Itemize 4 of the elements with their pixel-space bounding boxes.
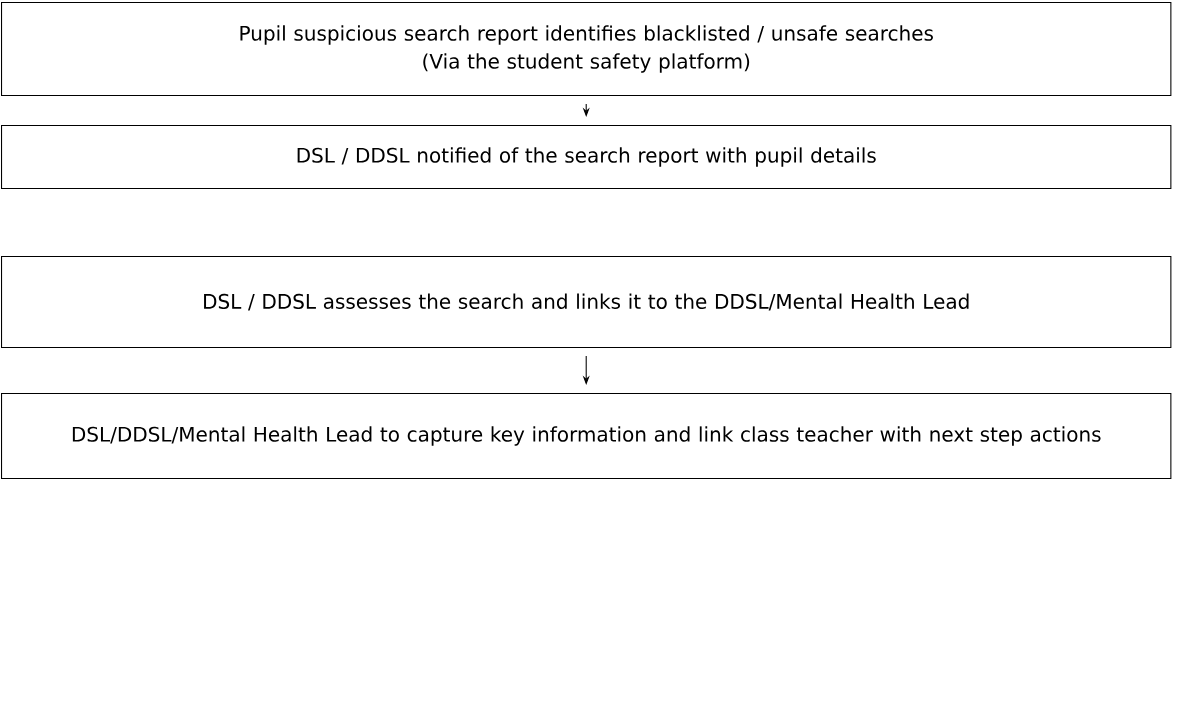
process-box: DSL/DDSL/Mental Health Lead to capture key information and link class teacher with next step actions <box>1 393 1172 480</box>
process-box: DSL / DDSL assesses the search and links it to the DDSL/Mental Health Lead <box>1 256 1172 349</box>
process-box: Pupil suspicious search report identifies blacklisted / unsafe searches (Via the student safety platform) <box>1 2 1172 97</box>
process-box: DSL / DDSL notified of the search report with pupil details <box>1 125 1172 190</box>
